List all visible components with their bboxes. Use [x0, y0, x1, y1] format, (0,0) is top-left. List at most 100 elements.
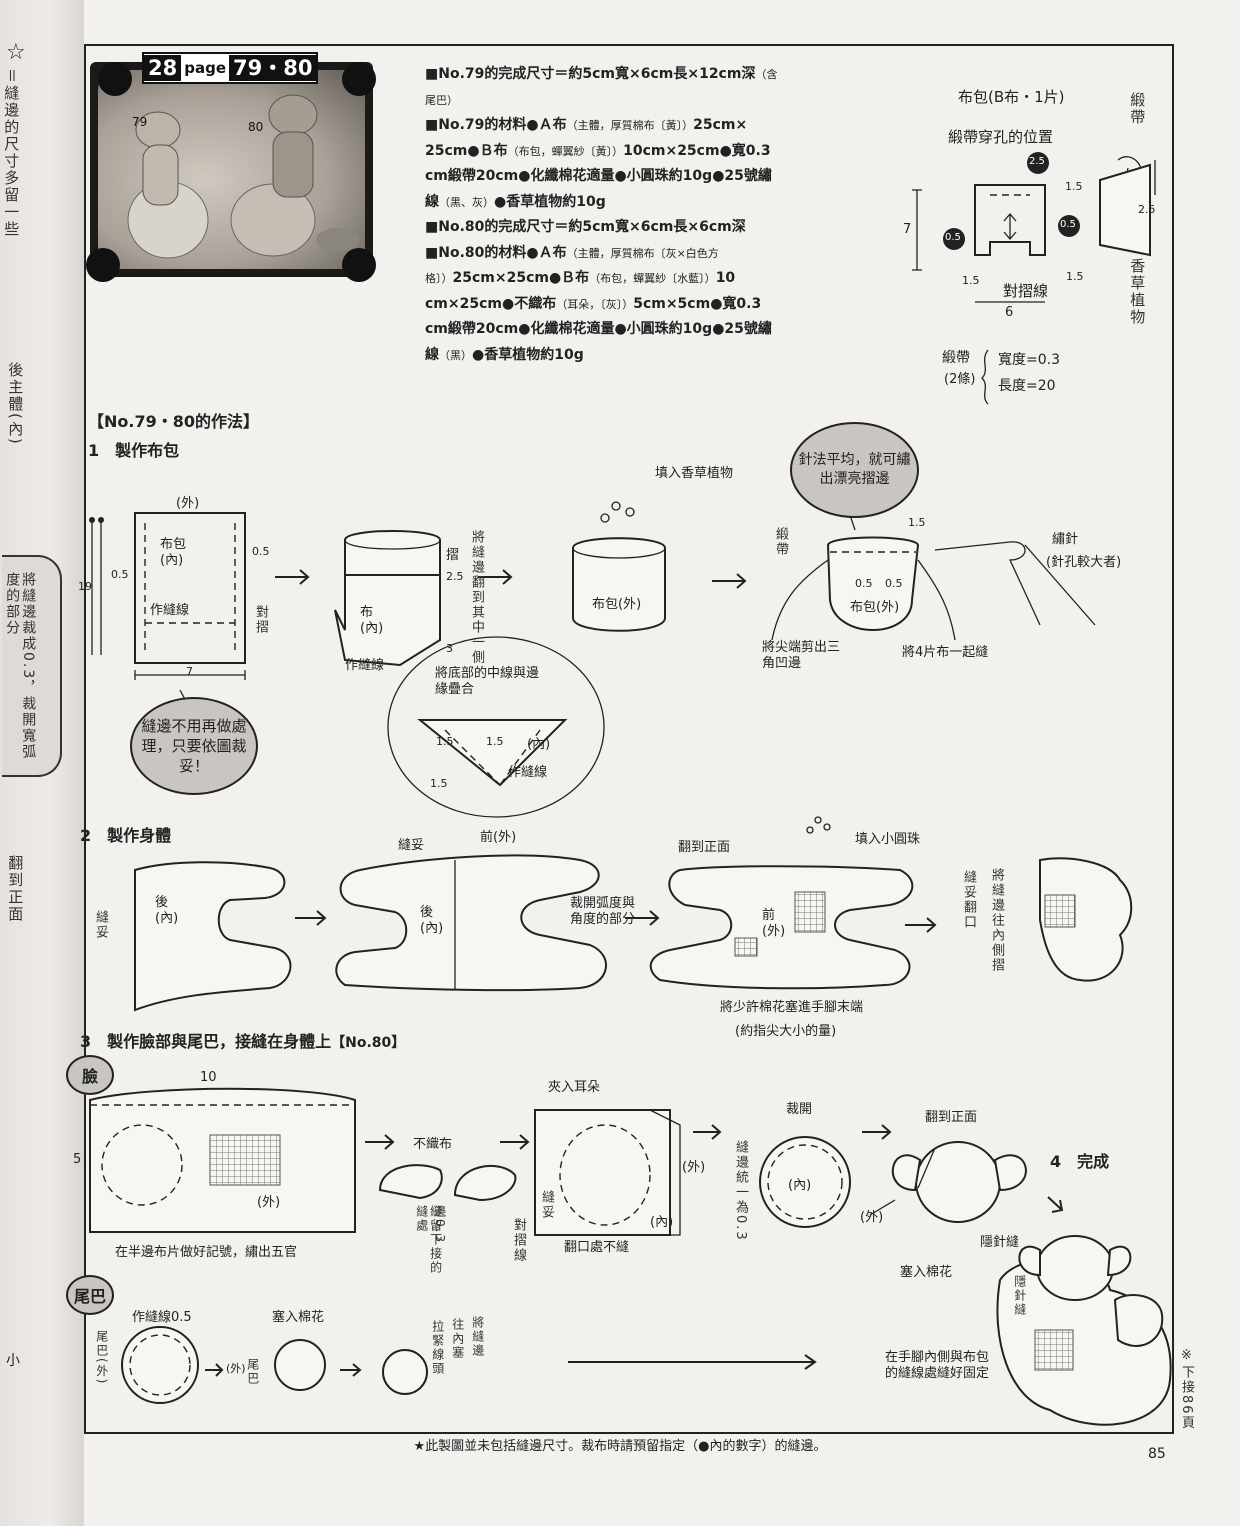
step3-in3: (內) [788, 1178, 812, 1193]
step3-tail2: 尾巴 [245, 1358, 260, 1386]
step2-back2: 後(內) [420, 905, 444, 937]
ribbon-count: (2條) [944, 372, 976, 387]
step3-fold-v: 對摺線 [510, 1218, 526, 1263]
margin-text-lower: 翻到正面 [6, 855, 25, 923]
step3-tail-out: (外) [226, 1362, 246, 1375]
step1-fold-seam-v: 將縫邊翻到其中一側 [468, 530, 484, 665]
pattern-dim: 1.5 [962, 274, 980, 287]
step3-edge-v: 縫邊統一為0.3 [732, 1140, 748, 1242]
materials-line: 尾巴） [425, 93, 458, 107]
pattern-herb-v: 香草植物 [1128, 258, 1147, 326]
step1-dim: 0.5 [885, 577, 903, 590]
step1-corner: 將尖端剪出三角凹邊 [762, 640, 841, 672]
step1-fold-v: 對摺 [252, 605, 268, 635]
step3-diagrams [84, 1087, 1064, 1404]
ribbon-length: 長度=20 [998, 378, 1056, 394]
step3-ear-note-v: 邊0.3 [432, 1205, 447, 1245]
footer-note: ★此製圖並未包括縫邊尺寸。裁布時請預留指定（●內的數字）的縫邊。 [413, 1439, 827, 1454]
step1-dim: 19 [78, 580, 92, 593]
materials-line: ■No.80的材料●Ａ布（主體，厚質棉布〔灰×白色方 [425, 244, 719, 261]
step1-circle-note: 將底部的中線與邊緣疊合 [435, 666, 540, 698]
step1-dim: 0.5 [252, 545, 270, 558]
materials-line: 線（黑、灰）●香草植物約10g [425, 193, 606, 210]
badge-word: page [184, 59, 227, 77]
step3-ear-seam-v: 縫留下接的縫處 [414, 1205, 443, 1275]
step3-seam-v: 縫妥 [538, 1190, 554, 1220]
pattern-width: 6 [1005, 305, 1014, 320]
step2-cotton2: (約指尖大小的量) [735, 1024, 837, 1039]
step1-circle-in: (內) [527, 737, 551, 752]
photo-corner-dot [342, 248, 376, 282]
pattern-circle-25: 2.5 [1029, 156, 1045, 167]
finished-diagram [996, 1235, 1172, 1426]
step3-cut: 裁開 [786, 1102, 813, 1117]
materials-line: 格〕）25cm×25cm●Ｂ布（布包，蟬翼紗〔水藍〕）10 [425, 270, 736, 286]
materials-line: ■No.79的完成尺寸＝約5cm寬×6cm長×12cm深（含 [425, 66, 778, 82]
step1-bubble: 縫邊不用再做處理，只要依圖裁妥！ [130, 697, 258, 795]
step2-cut: 裁開弧度與角度的部分 [570, 896, 636, 928]
step1-bag-out: 布包(外) [592, 597, 642, 612]
pattern-ribbon-v: 緞帶 [1128, 92, 1147, 126]
step1-dim: 0.5 [111, 568, 129, 581]
step2-front: 前(外) [762, 908, 786, 940]
materials-line: ■No.79的材料●Ａ布（主體，厚質棉布〔黃〕）25cm× [425, 117, 748, 133]
step3-felt: 不織布 [413, 1137, 453, 1152]
materials-line: ■No.80的完成尺寸＝約5cm寬×6cm長×6cm深 [425, 219, 746, 235]
step3-tail-sew: 作縫線0.5 [132, 1310, 192, 1325]
step2-back: 後(內) [155, 895, 179, 927]
materials-line: 25cm●Ｂ布（布包，蟬翼紗〔黃〕）10cm×25cm●寬0.3 [425, 142, 771, 159]
pattern-circle-05b: 0.5 [1060, 219, 1076, 230]
star-icon: ☆ [6, 40, 26, 65]
step3-pull-v: 拉緊線頭 [430, 1320, 445, 1376]
product-photo: 79 80 [90, 62, 373, 277]
photo-image [98, 70, 365, 269]
badge-number-left: 28 [144, 55, 182, 81]
step4-title: 4 完成 [1050, 1152, 1110, 1171]
step1-dim: 0.5 [855, 577, 873, 590]
arrow-line [917, 1147, 936, 1189]
ribbon-label: 緞帶 [942, 350, 970, 366]
step1-herb: 填入香草植物 [655, 466, 734, 481]
step1-needle: 繡針 [1052, 532, 1079, 547]
bag-pattern-piece [912, 152, 1156, 405]
step1-circle-dim: 1.5 [486, 735, 504, 748]
step2-title: 2 製作身體 [80, 826, 172, 845]
step1-circle-dim: 1.5 [430, 777, 448, 790]
page-badge: 28 page 79・80 [142, 52, 319, 84]
pattern-dim: 2.5 [1138, 203, 1156, 216]
step1-bubble2: 針法平均，就可繡出漂亮摺邊 [790, 422, 919, 518]
step1-title: 1 製作布包 [88, 441, 180, 460]
step3-in2: (內) [650, 1215, 674, 1230]
step4-note: 在手腳內側與布包的縫線處縫好固定 [885, 1350, 990, 1382]
step3-inward-v: 往內塞 [450, 1318, 465, 1360]
pattern-height: 7 [903, 222, 912, 237]
step1-dim: 1.5 [908, 516, 926, 529]
step1-needle2: (針孔較大者) [1046, 555, 1122, 570]
step3-tail-v: 尾巴(外) [94, 1330, 109, 1386]
step3-no-sew: 翻口處不縫 [564, 1240, 630, 1255]
step2-seam-top: 縫妥 [398, 838, 425, 853]
pattern-hole-label: 緞帶穿孔的位置 [948, 128, 1054, 146]
continue-note: ※下接86頁 [1178, 1348, 1194, 1431]
step1-circle-sew: 作縫線 [508, 765, 548, 780]
margin-fragment: 小 [6, 1353, 20, 1369]
step1-dim: 7 [186, 665, 193, 678]
margin-text-top: ＝縫邊的尺寸多留一些 [2, 68, 21, 239]
step3-title: 3 製作臉部與尾巴，接縫在身體上【No.80】 [80, 1032, 406, 1051]
step1-bag-in2: 布(內) [360, 605, 384, 637]
step1-bag-in: 布包(內) [160, 537, 187, 569]
step3-seam-edge-v: 將縫邊 [470, 1316, 485, 1358]
howto-title: 【No.79・80的作法】 [88, 412, 259, 431]
step2-cotton: 將少許棉花塞進手腳末端 [720, 1000, 864, 1015]
step3-mark: 在半邊布片做好記號，繡出五官 [115, 1245, 298, 1260]
step2-turn: 翻到正面 [678, 840, 731, 855]
pattern-circle-05a: 0.5 [945, 232, 961, 243]
step3-turn: 翻到正面 [925, 1110, 978, 1125]
photo-corner-dot [98, 62, 132, 96]
step4-hidden-v: 隱針縫 [1012, 1275, 1027, 1317]
step2-diagrams [134, 816, 1133, 1012]
step1-sew2: 作縫線 [345, 658, 385, 673]
step1-bag-out2: 布包(外) [850, 600, 900, 615]
photo-label-79: 79 [132, 115, 148, 129]
